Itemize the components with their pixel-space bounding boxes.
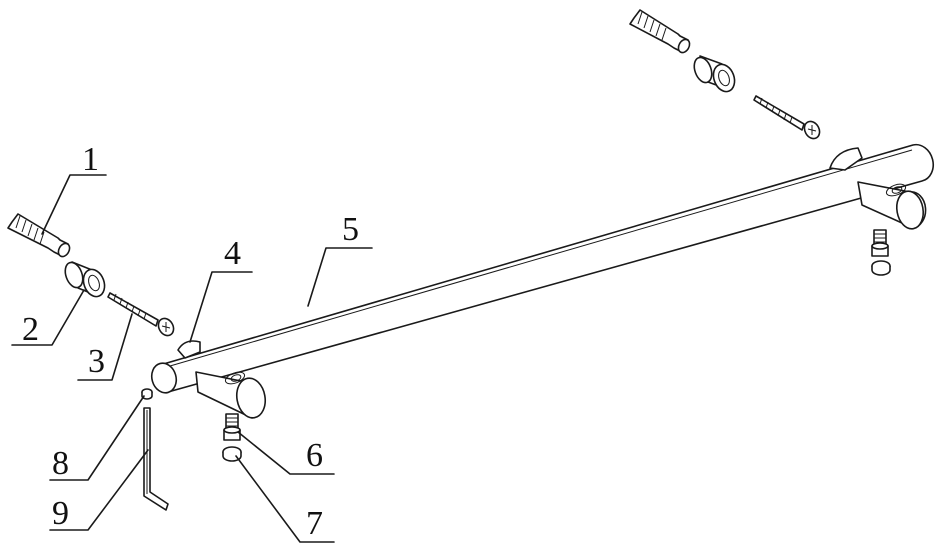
callout-5-label: 5 [342,211,359,248]
callout-7-label: 7 [306,505,323,542]
callout-3-label: 3 [88,343,105,380]
callout-6-label: 6 [306,437,323,474]
left-end-cap [222,446,242,462]
right-wall-spacer [693,55,736,93]
right-wall-anchor [629,9,691,54]
left-wall-anchor [7,213,71,258]
right-wood-screw [753,95,821,140]
callout-9-label: 9 [52,495,69,532]
right-end-cap [871,260,891,276]
left-set-screw [223,413,241,441]
allen-key [143,407,169,511]
callout-leaders [11,174,373,543]
callout-8-label: 8 [52,445,69,482]
callout-1-label: 1 [82,141,99,178]
callout-labels: 1 2 3 4 5 6 7 8 9 [22,141,359,542]
right-bar-bracket [829,147,927,230]
left-bar-bracket [177,340,267,419]
small-plug [141,388,153,400]
left-wall-spacer [64,261,106,298]
towel-bar-rod [150,143,935,394]
callout-4-label: 4 [224,235,241,272]
callout-2-label: 2 [22,311,39,348]
right-set-screw [871,229,889,257]
left-wood-screw [107,292,175,337]
